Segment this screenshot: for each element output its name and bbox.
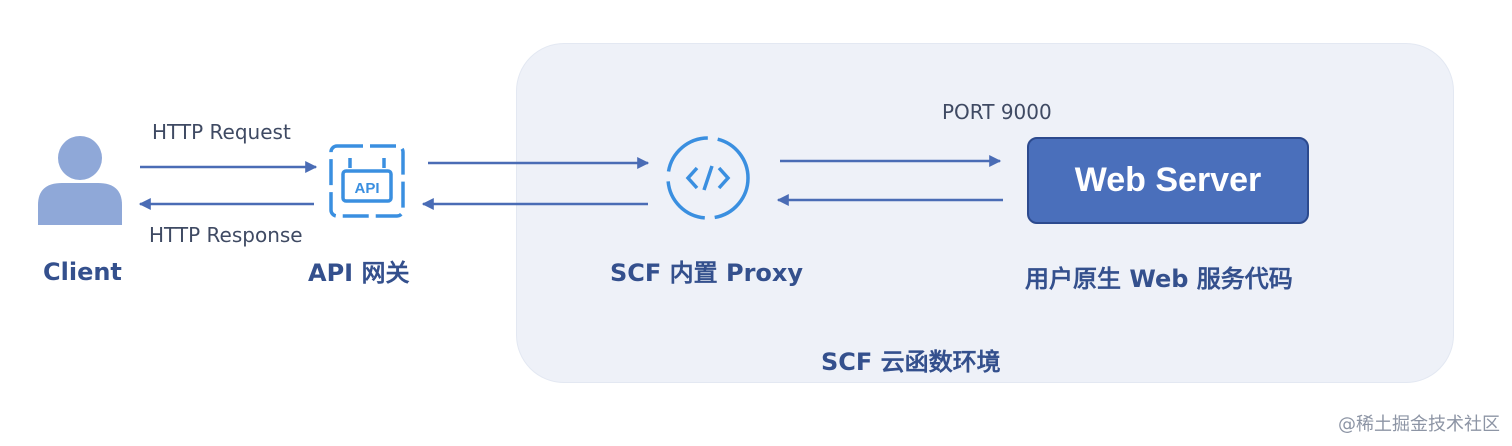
scf-environment-label: SCF 云函数环境 xyxy=(821,348,1001,376)
watermark: @稀土掘金技术社区 xyxy=(1338,414,1500,435)
http-request-label: HTTP Request xyxy=(152,120,291,144)
port-label: PORT 9000 xyxy=(942,100,1052,124)
http-response-label: HTTP Response xyxy=(149,223,303,247)
api-gateway-icon: API xyxy=(329,144,405,218)
web-server-box: Web Server xyxy=(1027,137,1309,224)
client-label: Client xyxy=(43,258,122,286)
client-icon xyxy=(38,136,122,225)
web-server-caption: 用户原生 Web 服务代码 xyxy=(1025,265,1293,293)
api-gateway-label: API 网关 xyxy=(308,259,410,287)
scf-proxy-label: SCF 内置 Proxy xyxy=(610,259,804,287)
code-proxy-icon xyxy=(666,136,750,220)
web-server-label: Web Server xyxy=(1074,161,1262,199)
svg-text:API: API xyxy=(354,180,379,197)
